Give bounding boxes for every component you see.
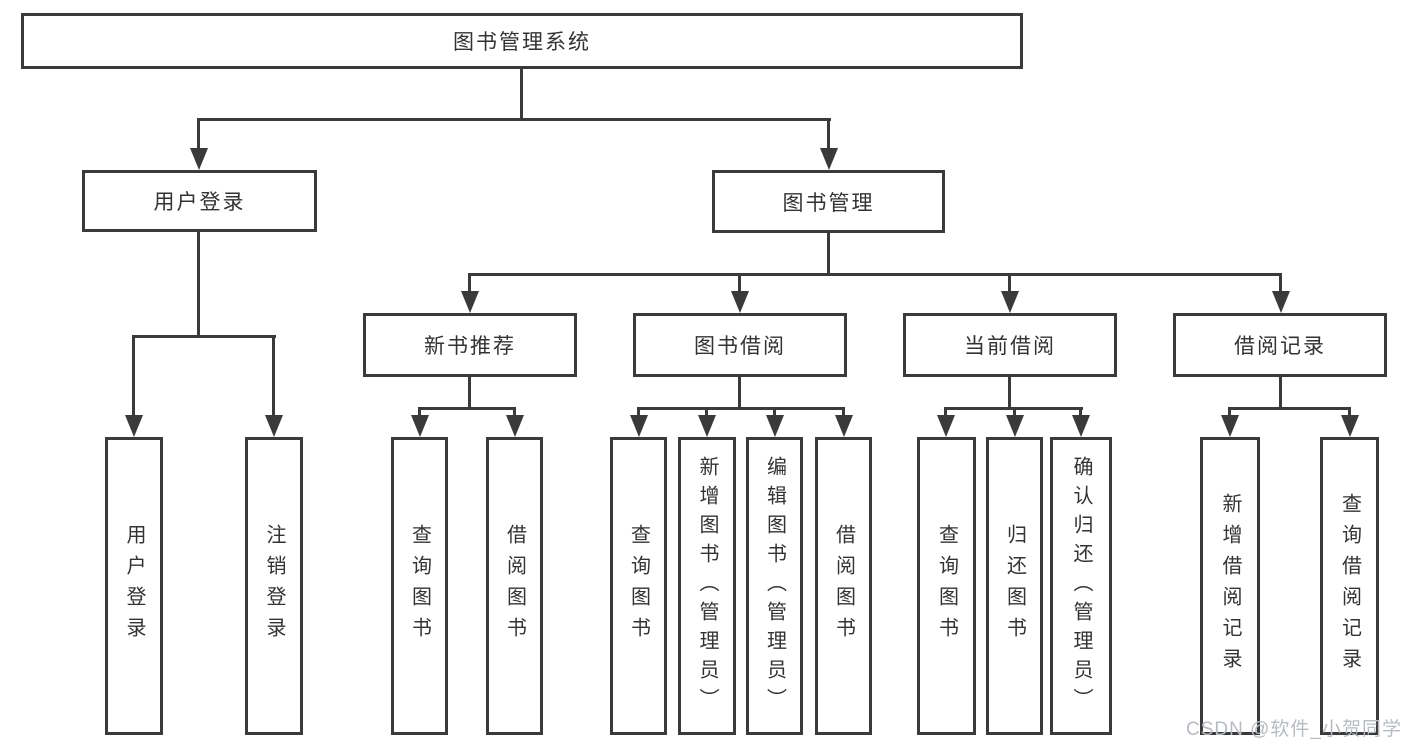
arrow-down-icon: [506, 415, 524, 437]
connector-line: [418, 407, 421, 421]
connector-line: [827, 118, 830, 152]
connector-line: [1008, 273, 1011, 295]
leaf-query-books-2-label: 查询图书: [627, 524, 650, 648]
arrow-down-icon: [190, 148, 208, 170]
node-root-label: 图书管理系统: [453, 31, 591, 54]
arrow-down-icon: [411, 415, 429, 437]
arrow-down-icon: [1001, 291, 1019, 313]
leaf-add-book-label: 新增图书（管理员）: [696, 455, 718, 717]
connector-line: [1013, 407, 1016, 421]
arrow-down-icon: [937, 415, 955, 437]
connector-line: [1348, 407, 1351, 421]
node-borrow-records: 借阅记录: [1173, 313, 1387, 377]
leaf-borrow-books-2: 借阅图书: [815, 437, 872, 735]
node-current-borrow-label: 当前借阅: [964, 335, 1056, 358]
connector-line: [468, 377, 471, 410]
leaf-borrow-books-1: 借阅图书: [486, 437, 543, 735]
connector-line: [198, 118, 831, 121]
leaf-return-book: 归还图书: [986, 437, 1043, 735]
arrow-down-icon: [698, 415, 716, 437]
leaf-query-books-1: 查询图书: [391, 437, 448, 735]
connector-line: [1008, 377, 1011, 410]
leaf-return-book-label: 归还图书: [1003, 524, 1026, 648]
arrow-down-icon: [1221, 415, 1239, 437]
arrow-down-icon: [1272, 291, 1290, 313]
connector-line: [197, 232, 200, 338]
csdn-watermark: CSDN @软件_小贺同学: [1186, 719, 1402, 740]
leaf-add-borrow-record-label: 新增借阅记录: [1219, 493, 1241, 679]
leaf-logout: 注销登录: [245, 437, 303, 735]
connector-line: [468, 273, 471, 295]
node-root: 图书管理系统: [21, 13, 1023, 69]
leaf-confirm-return: 确认归还（管理员）: [1050, 437, 1112, 735]
leaf-query-books-2: 查询图书: [610, 437, 667, 735]
connector-line: [272, 335, 275, 419]
leaf-confirm-return-label: 确认归还（管理员）: [1070, 455, 1092, 717]
leaf-query-books-3-label: 查询图书: [935, 524, 958, 648]
node-user-login: 用户登录: [82, 170, 317, 232]
connector-line: [1228, 407, 1231, 421]
leaf-user-login: 用户登录: [105, 437, 163, 735]
connector-line: [827, 233, 830, 276]
connector-line: [773, 407, 776, 421]
leaf-borrow-books-1-label: 借阅图书: [503, 524, 526, 648]
connector-line: [738, 273, 741, 295]
leaf-logout-label: 注销登录: [263, 524, 285, 648]
connector-line: [1079, 407, 1082, 421]
arrow-down-icon: [766, 415, 784, 437]
arrow-down-icon: [1341, 415, 1359, 437]
leaf-query-borrow-record: 查询借阅记录: [1320, 437, 1379, 735]
node-user-login-label: 用户登录: [153, 191, 246, 214]
leaf-add-borrow-record: 新增借阅记录: [1200, 437, 1260, 735]
connector-line: [132, 335, 276, 338]
arrow-down-icon: [125, 415, 143, 437]
connector-line: [738, 377, 741, 410]
arrow-down-icon: [835, 415, 853, 437]
arrow-down-icon: [1006, 415, 1024, 437]
connector-line: [513, 407, 516, 421]
leaf-user-login-label: 用户登录: [123, 524, 145, 648]
leaf-add-book: 新增图书（管理员）: [678, 437, 736, 735]
leaf-query-borrow-record-label: 查询借阅记录: [1338, 493, 1361, 679]
connector-line: [705, 407, 708, 421]
arrow-down-icon: [630, 415, 648, 437]
leaf-query-books-3: 查询图书: [917, 437, 976, 735]
connector-line: [520, 69, 523, 121]
arrow-down-icon: [731, 291, 749, 313]
connector-line: [1279, 273, 1282, 295]
connector-line: [132, 335, 135, 419]
connector-line: [1279, 377, 1282, 410]
leaf-borrow-books-2-label: 借阅图书: [832, 524, 855, 648]
leaf-edit-book-label: 编辑图书（管理员）: [763, 455, 786, 717]
connector-line: [637, 407, 845, 410]
node-new-book-rec: 新书推荐: [363, 313, 577, 377]
connector-line: [418, 407, 516, 410]
arrow-down-icon: [461, 291, 479, 313]
arrow-down-icon: [820, 148, 838, 170]
connector-line: [944, 407, 947, 421]
node-borrow-records-label: 借阅记录: [1234, 335, 1326, 358]
arrow-down-icon: [1072, 415, 1090, 437]
connector-line: [842, 407, 845, 421]
leaf-query-books-1-label: 查询图书: [408, 524, 431, 648]
node-book-borrow-label: 图书借阅: [694, 335, 786, 358]
node-current-borrow: 当前借阅: [903, 313, 1117, 377]
node-book-mgmt-label: 图书管理: [782, 191, 875, 215]
node-book-borrow: 图书借阅: [633, 313, 847, 377]
arrow-down-icon: [265, 415, 283, 437]
connector-line: [468, 273, 1282, 276]
connector-line: [197, 118, 200, 152]
leaf-edit-book: 编辑图书（管理员）: [746, 437, 803, 735]
node-book-mgmt: 图书管理: [712, 170, 945, 233]
connector-line: [1228, 407, 1351, 410]
node-new-book-rec-label: 新书推荐: [424, 335, 516, 358]
connector-line: [637, 407, 640, 421]
